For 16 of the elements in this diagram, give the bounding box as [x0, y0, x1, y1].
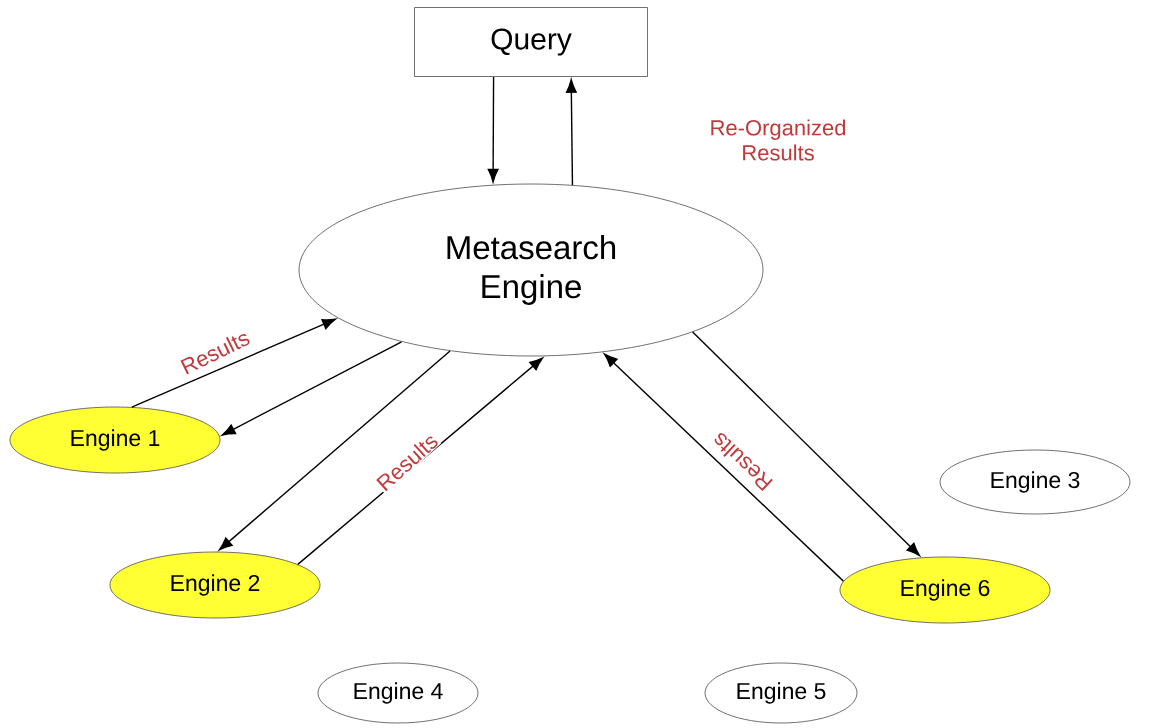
note-text: Re-Organized Results [711, 119, 846, 161]
arrow [565, 79, 577, 186]
ellipse-node: Metasearch Engine [298, 183, 764, 357]
arrow [221, 341, 403, 436]
ellipse-node: Engine 1 [9, 406, 221, 474]
ellipse-node: Engine 6 [839, 556, 1051, 624]
ellipse-node: Engine 3 [939, 449, 1131, 515]
arrow [218, 350, 451, 551]
arrow [692, 331, 921, 557]
ellipse-node: Engine 5 [704, 662, 858, 724]
arrow [603, 353, 845, 582]
ellipse-node: Engine 2 [109, 551, 321, 619]
query-box: Query [414, 7, 648, 77]
ellipse-node: Engine 4 [317, 662, 479, 724]
arrow [487, 76, 499, 183]
arrow [131, 318, 337, 408]
